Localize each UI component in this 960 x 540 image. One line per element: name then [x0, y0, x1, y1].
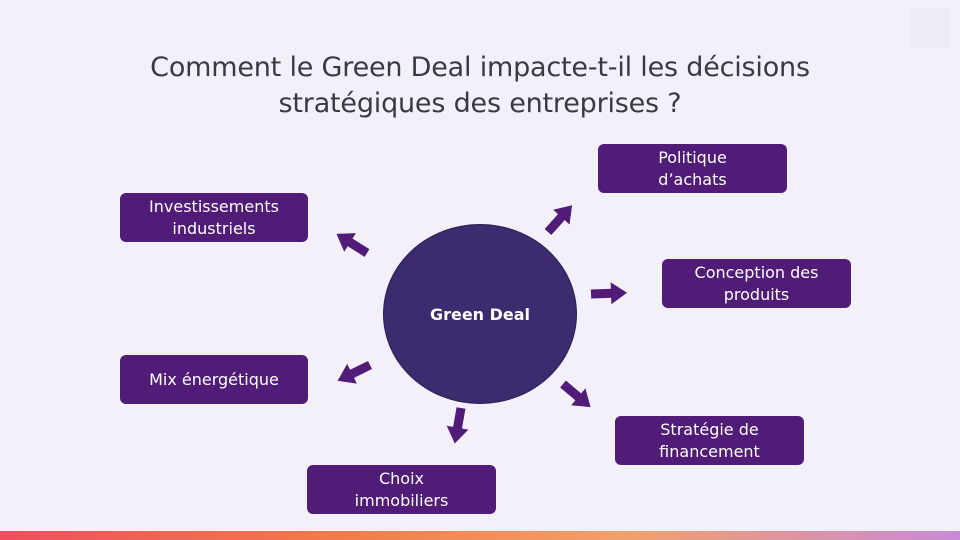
arrow-conception — [590, 282, 627, 305]
page-title: Comment le Green Deal impacte-t-il les d… — [150, 52, 810, 119]
arrow-achats — [544, 205, 573, 236]
node-politique-achats: Politique d’achats — [598, 144, 787, 193]
arrow-immobiliers — [446, 407, 469, 444]
node-investissements-industriels: Investissements industriels — [120, 193, 308, 242]
node-strategie-financement: Stratégie de financement — [615, 416, 804, 465]
brand-logo — [910, 8, 950, 48]
arrow-mix — [337, 360, 372, 384]
node-mix-energetique: Mix énergétique — [120, 355, 308, 404]
node-conception-produits: Conception des produits — [662, 259, 851, 308]
arrow-investissements — [336, 233, 370, 257]
node-choix-immobiliers: Choix immobiliers — [307, 465, 496, 514]
hub-green-deal: Green Deal — [383, 224, 577, 404]
bottom-gradient-bar — [0, 531, 960, 540]
arrow-financement — [560, 380, 591, 408]
hub-label: Green Deal — [429, 304, 531, 324]
